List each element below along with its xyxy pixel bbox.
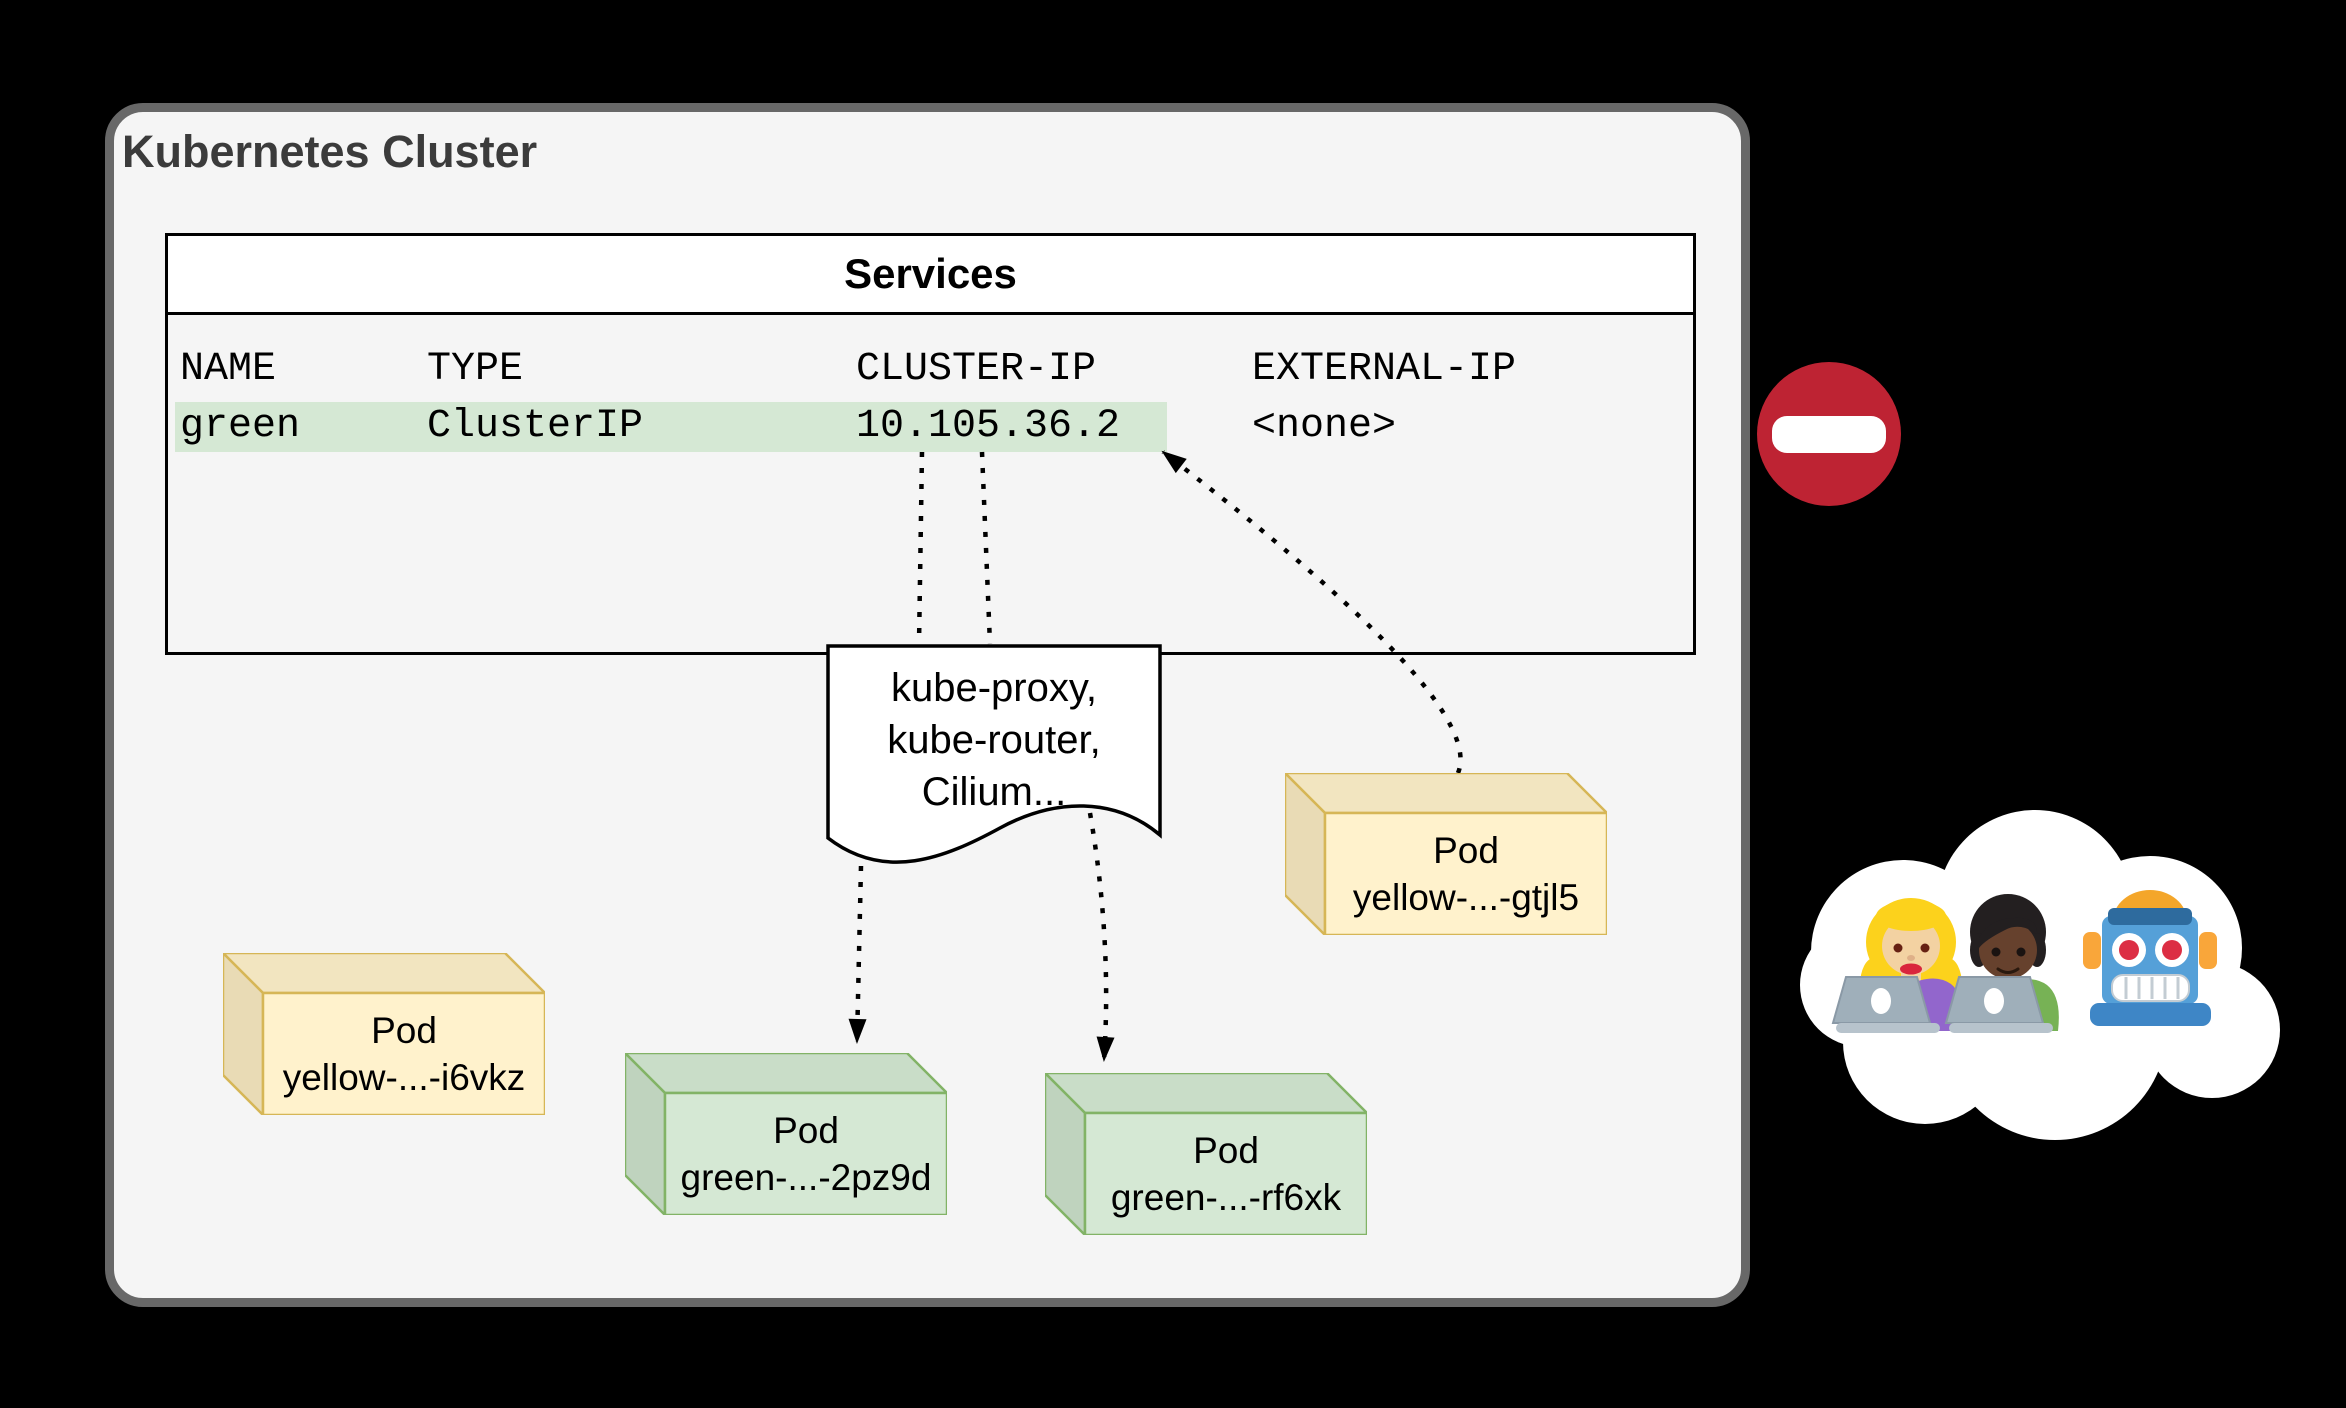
cloud-icon — [1800, 810, 2280, 1140]
pod-green-rf6xk: Pod green-...-rf6xk — [1045, 1073, 1367, 1235]
col-header-name: NAME — [180, 347, 277, 392]
service-row-type: ClusterIP — [427, 404, 644, 449]
services-table-title: Services — [168, 236, 1693, 315]
pod-yellow-gtjl5: Pod yellow-...-gtjl5 — [1285, 773, 1607, 935]
pod-name: yellow-...-gtjl5 — [1352, 877, 1580, 918]
cube-shape — [1285, 773, 1607, 935]
man-technologist-icon — [1944, 894, 2059, 1033]
note-line-3: Cilium... — [921, 770, 1067, 814]
pod-title: Pod — [773, 1110, 839, 1151]
col-header-external-ip: EXTERNAL-IP — [1252, 347, 1517, 392]
pod-title: Pod — [1193, 1130, 1259, 1171]
note-line-1: kube-proxy, — [890, 666, 1097, 710]
service-row-name: green — [180, 404, 301, 449]
col-header-type: TYPE — [427, 347, 524, 392]
woman-technologist-icon — [1831, 898, 1963, 1033]
cube-shape — [1045, 1073, 1367, 1235]
col-header-cluster-ip: CLUSTER-IP — [856, 347, 1097, 392]
service-row-external-ip: <none> — [1252, 404, 1397, 449]
pod-name: green-...-rf6xk — [1110, 1177, 1342, 1218]
service-row-highlight — [175, 402, 1167, 452]
services-table: Services NAME TYPE CLUSTER-IP EXTERNAL-I… — [165, 233, 1696, 655]
cube-shape — [223, 953, 545, 1115]
pod-green-2pz9d: Pod green-...-2pz9d — [625, 1053, 947, 1215]
service-row-cluster-ip: 10.105.36.2 — [856, 404, 1121, 449]
note-text: kube-proxy, kube-router, Cilium... — [828, 662, 1160, 818]
pod-name: yellow-...-i6vkz — [282, 1057, 526, 1098]
no-entry-icon — [1757, 362, 1901, 506]
cube-shape — [625, 1053, 947, 1215]
pod-title: Pod — [371, 1010, 437, 1051]
pod-yellow-i6vkz: Pod yellow-...-i6vkz — [223, 953, 545, 1115]
pod-name: green-...-2pz9d — [680, 1157, 932, 1198]
robot-icon — [2083, 890, 2217, 1026]
pod-title: Pod — [1433, 830, 1499, 871]
note-line-2: kube-router, — [887, 718, 1101, 762]
cluster-title: Kubernetes Cluster — [122, 126, 538, 177]
no-entry-bar — [1772, 416, 1886, 453]
